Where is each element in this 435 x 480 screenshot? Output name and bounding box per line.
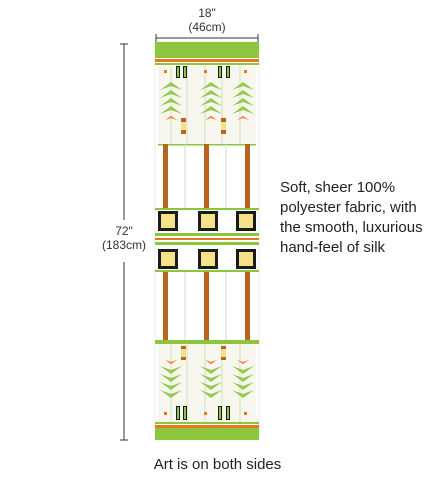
- top-ornament-panel: [158, 66, 256, 144]
- top-orange-stripe: [155, 59, 259, 62]
- height-dimension-label: 72" (183cm): [98, 224, 150, 252]
- height-inches: 72": [115, 224, 133, 238]
- top-green-band: [155, 42, 259, 58]
- lower-rods: [163, 272, 250, 340]
- caption: Art is on both sides: [153, 456, 282, 473]
- width-cm: (46cm): [188, 20, 226, 34]
- scarf: [154, 41, 260, 441]
- bottom-orange-stripe: [155, 425, 259, 428]
- bottom-green-band: [155, 428, 259, 440]
- width-inches: 18": [198, 6, 216, 20]
- height-cm: (183cm): [101, 238, 146, 252]
- width-dimension-label: 18" (46cm): [155, 6, 259, 34]
- width-dimension-line: [155, 34, 259, 42]
- upper-rods: [158, 144, 256, 208]
- height-dimension-line: [120, 43, 128, 441]
- bottom-ornament-panel: [155, 340, 259, 422]
- center-squares-band: [155, 208, 259, 272]
- product-description: Soft, sheer 100% polyester fabric, with …: [280, 179, 423, 256]
